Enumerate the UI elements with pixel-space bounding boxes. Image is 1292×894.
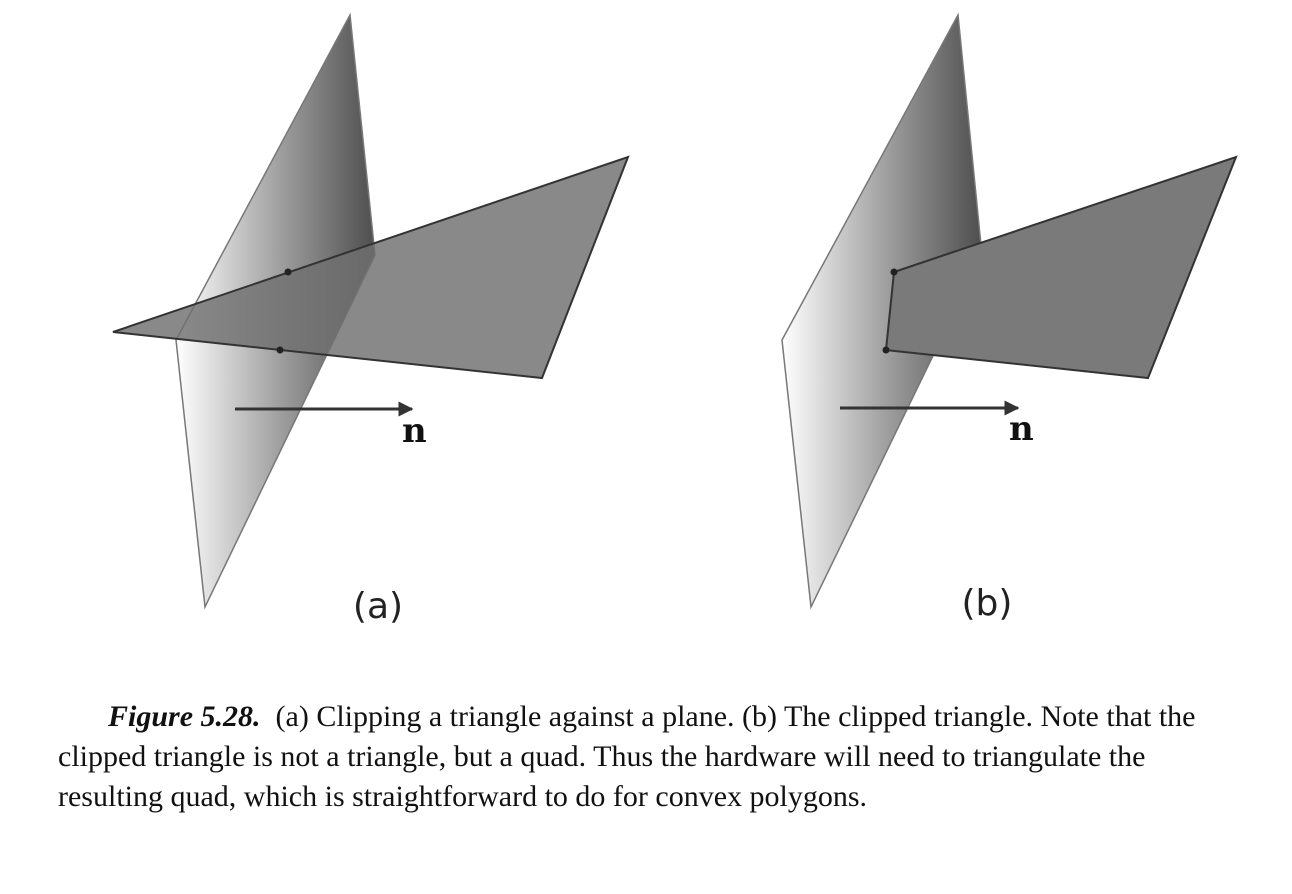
intersection-point-bottom-a — [276, 346, 284, 354]
triangle-a — [112, 155, 630, 380]
panel-label-a: (a) — [353, 586, 403, 627]
panel-a: n (a) — [112, 12, 630, 627]
clipping-plane-b — [781, 12, 983, 610]
figure-caption: Figure 5.28. (a) Clipping a triangle aga… — [58, 697, 1238, 817]
intersection-point-top-a — [284, 268, 292, 276]
figure-illustration: n (a) n (b) — [112, 12, 1238, 627]
caption-text: (a) Clipping a triangle against a plane.… — [58, 700, 1196, 813]
normal-label-a: n — [402, 411, 427, 451]
panel-label-b: (b) — [962, 583, 1013, 624]
clipped-quad-b — [884, 155, 1238, 380]
panel-b: n (b) — [781, 12, 1238, 624]
clip-vertex-top-b — [890, 268, 898, 276]
clip-vertex-bottom-b — [882, 346, 890, 354]
normal-label-b: n — [1009, 409, 1034, 449]
figure-number: Figure 5.28. — [108, 700, 261, 733]
